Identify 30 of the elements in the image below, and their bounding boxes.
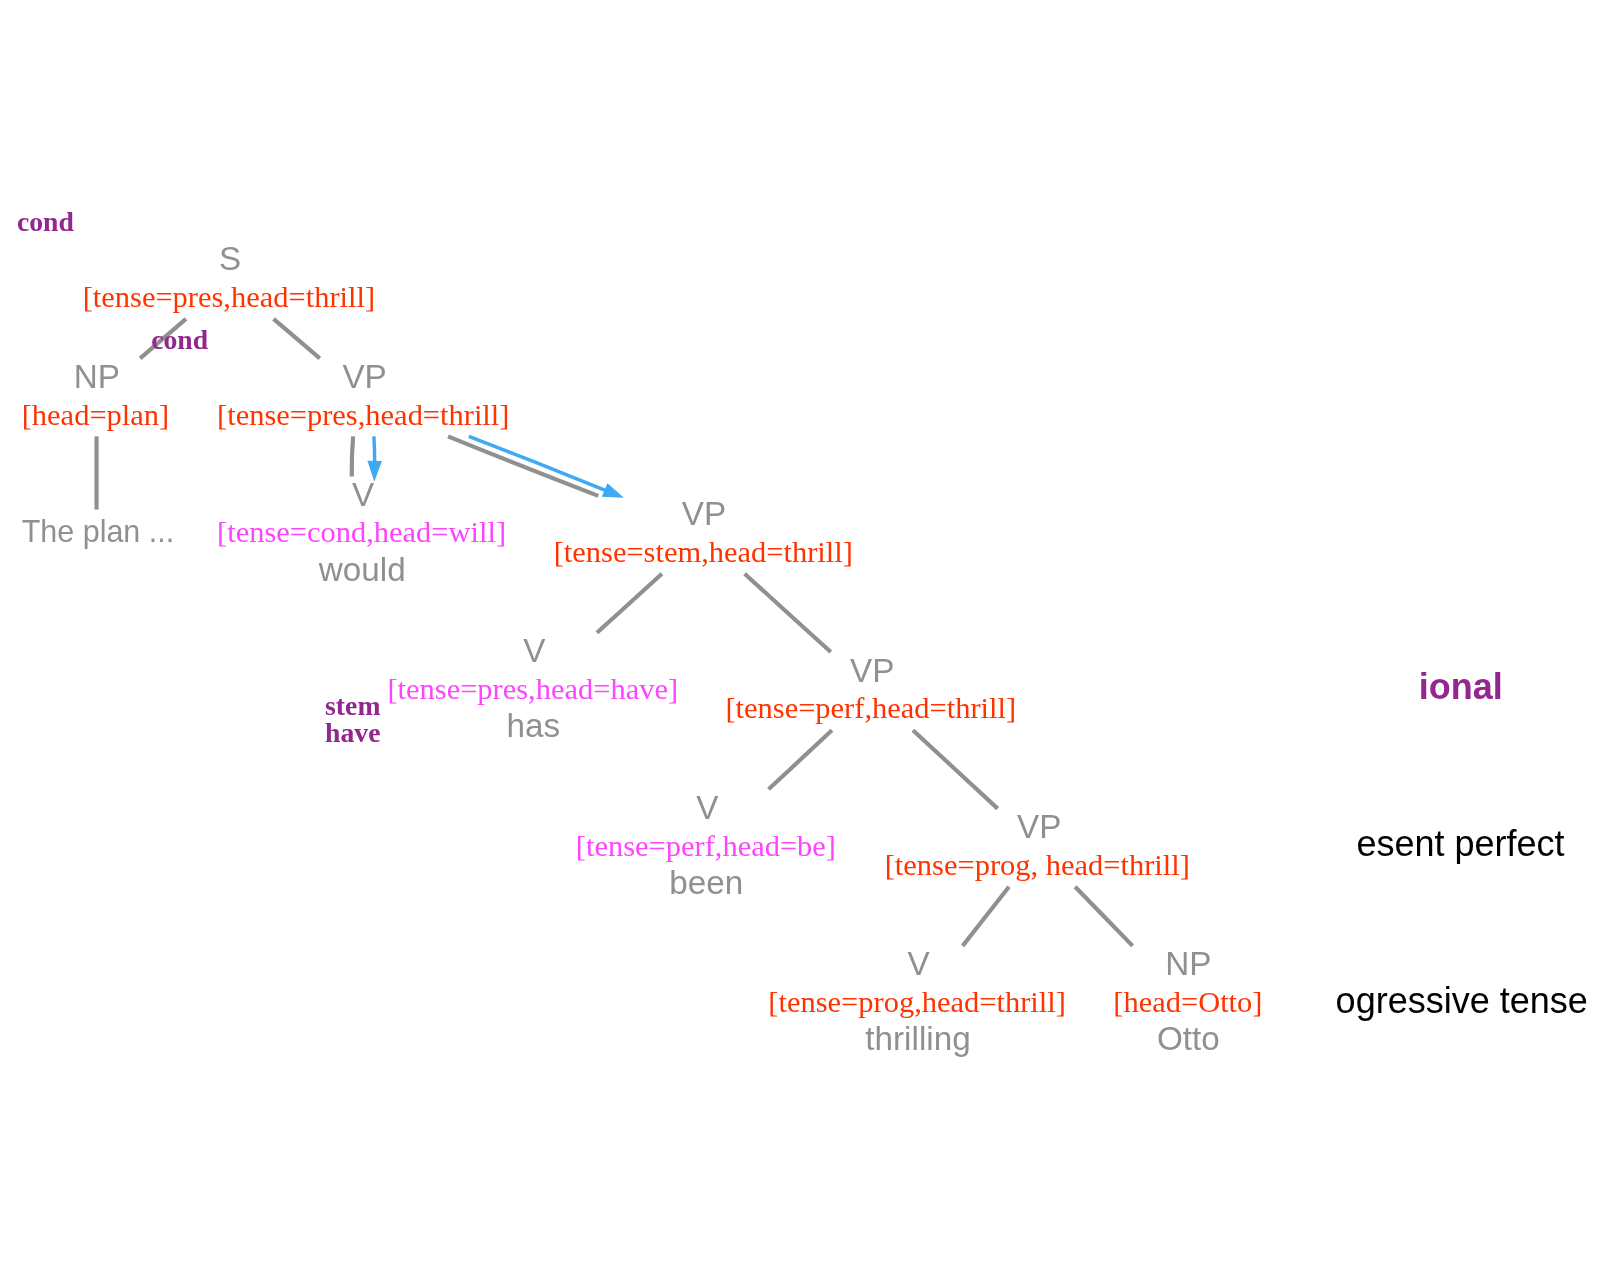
arrow xyxy=(367,435,382,482)
node-text: V [tense=prog,head=thrill] thrilling xyxy=(768,944,1066,1057)
connector xyxy=(94,435,99,510)
connector xyxy=(138,316,188,360)
node-text: NP [head=plan] xyxy=(21,357,170,432)
node-text: V [tense=cond,head=will] would xyxy=(217,475,507,588)
connector xyxy=(595,571,664,634)
node-text: VP [tense=pres,head=thrill] xyxy=(217,357,510,432)
connector xyxy=(961,884,1011,947)
node-text: VP [tense=stem,head=thrill] xyxy=(553,494,853,569)
connector xyxy=(767,728,834,791)
connector xyxy=(1073,884,1135,947)
node-text: NP [head=Otto] Otto xyxy=(1113,944,1263,1057)
node-text: The plan ... xyxy=(21,513,175,548)
label: ional xyxy=(1418,665,1503,707)
label: ogressive tense xyxy=(1335,979,1588,1021)
node-text: V [tense=perf,head=be] been xyxy=(575,788,837,901)
label: esent perfect xyxy=(1356,822,1565,864)
node-text: V [tense=pres,head=have] has xyxy=(387,631,679,744)
node-label: cond xyxy=(151,323,209,355)
node-text: VP [tense=prog, head=thrill] xyxy=(884,807,1190,882)
connector xyxy=(272,316,322,360)
connector xyxy=(743,571,833,654)
node-text: VP [tense=perf,head=thrill] xyxy=(725,651,1017,725)
connector xyxy=(911,728,1000,810)
node-label: cond xyxy=(16,205,74,237)
arrow xyxy=(468,434,624,498)
connector xyxy=(349,435,356,476)
node-text: S [tense=pres,head=thrill] xyxy=(82,239,376,314)
connector xyxy=(447,433,600,498)
